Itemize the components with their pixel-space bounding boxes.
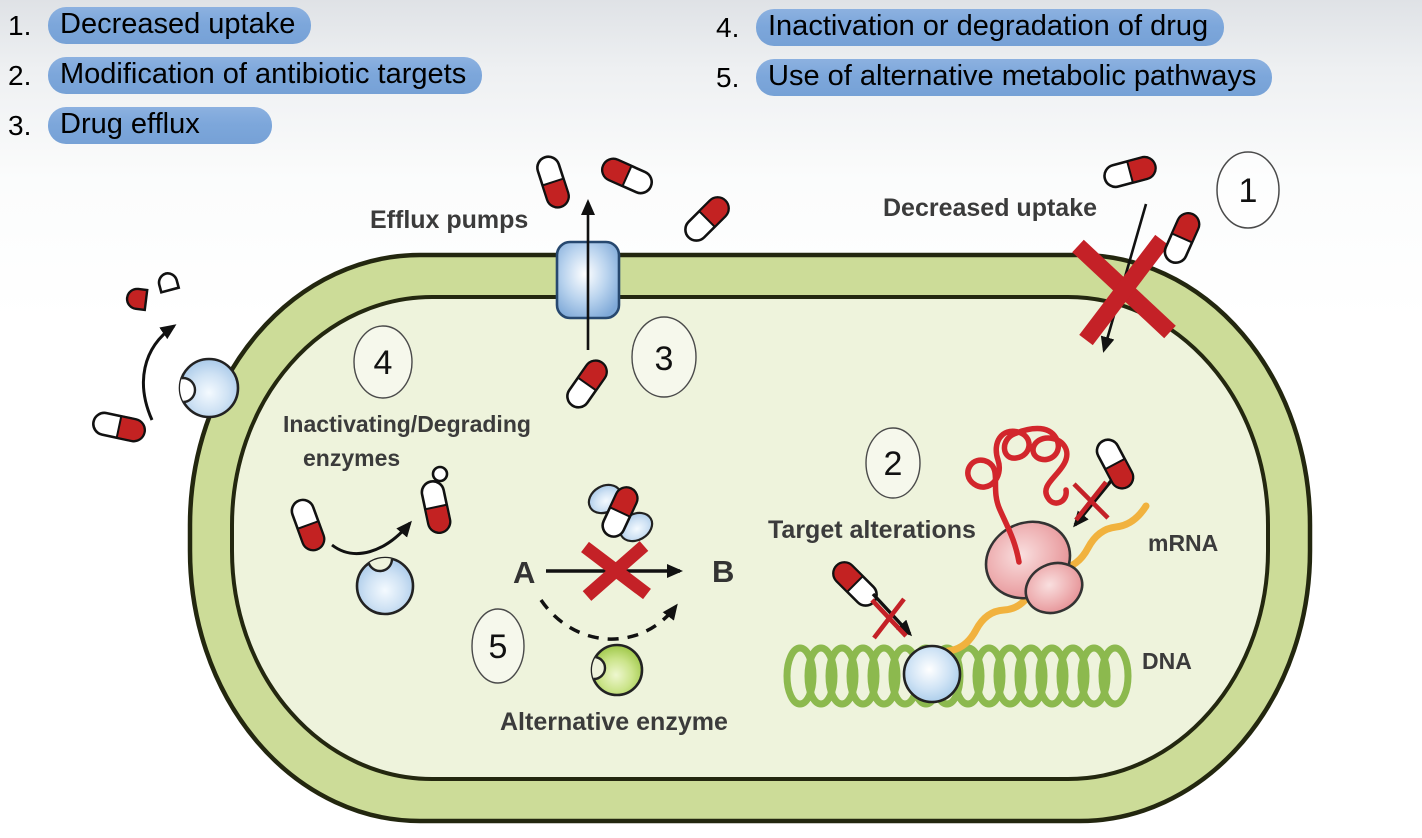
svg-text:2: 2 xyxy=(884,445,903,483)
badge-1: 1 xyxy=(1216,151,1280,229)
svg-text:4: 4 xyxy=(374,344,393,382)
svg-text:5: 5 xyxy=(489,628,508,666)
legend-highlight: Inactivation or degradation of drug xyxy=(756,9,1225,46)
alternative-enzyme xyxy=(590,643,644,697)
blocked-x xyxy=(1072,234,1176,346)
alternative-pathway-group: A B Alternative enzyme xyxy=(500,482,734,736)
degradation-arrow xyxy=(141,324,177,421)
target-alterations-group: Target alterations DNA mRNA xyxy=(768,425,1218,708)
badge-2: 2 xyxy=(865,427,921,499)
target-alterations-label: Target alterations xyxy=(768,516,976,544)
legend-number: 2. xyxy=(8,59,32,91)
legend-item-3: 3. Drug efflux xyxy=(8,107,482,144)
legend-highlight: Decreased uptake xyxy=(48,7,312,44)
bacterial-cell xyxy=(187,252,1313,824)
legend-highlight: Use of alternative metabolic pathways xyxy=(756,59,1273,96)
inactivating-label-line2: enzymes xyxy=(303,445,400,471)
pill-fragment-white xyxy=(155,269,180,294)
legend-item-4: 4. Inactivation or degradation of drug xyxy=(716,9,1272,46)
legend-number: 4. xyxy=(716,11,740,43)
badge-3: 3 xyxy=(631,316,697,398)
badge-5: 5 xyxy=(471,608,525,684)
legend-number: 3. xyxy=(8,109,32,141)
pill xyxy=(1160,208,1204,268)
product-b-label: B xyxy=(712,554,734,589)
pill xyxy=(679,191,735,247)
legend-highlight: Modification of antibiotic targets xyxy=(48,57,483,94)
inactivating-enzyme xyxy=(355,556,415,616)
pill xyxy=(89,409,149,445)
decreased-uptake-label: Decreased uptake xyxy=(883,194,1097,222)
exterior-degradation-group xyxy=(89,269,240,445)
badge-4: 4 xyxy=(353,325,413,399)
alternative-enzyme-label: Alternative enzyme xyxy=(500,708,728,736)
substrate-a-label: A xyxy=(513,555,535,590)
inactivation-arrow xyxy=(331,520,412,555)
bypass-dashed-arrow xyxy=(539,599,678,641)
degrading-enzyme xyxy=(178,357,240,419)
legend-highlight: Drug efflux xyxy=(48,107,272,144)
ribosome xyxy=(984,520,1084,615)
inactivating-label-line1: Inactivating/Degrading xyxy=(283,411,531,437)
efflux-pumps-label: Efflux pumps xyxy=(370,206,528,234)
legend-item-1: 1. Decreased uptake xyxy=(8,7,482,44)
dna-label: DNA xyxy=(1142,648,1192,674)
legend-column-right: 4. Inactivation or degradation of drug 5… xyxy=(716,9,1273,96)
pill xyxy=(533,152,573,212)
step-badges: 1 2 3 4 5 xyxy=(353,151,1280,684)
legend-column-left: 1. Decreased uptake 2. Modification of a… xyxy=(8,7,483,144)
legend-number: 5. xyxy=(716,61,740,93)
decreased-uptake-group: Decreased uptake xyxy=(883,153,1204,353)
polymerase-sphere xyxy=(902,644,962,704)
nascent-protein-squiggle xyxy=(965,425,1070,565)
blocked-x xyxy=(581,541,651,601)
pill xyxy=(597,154,657,198)
efflux-pump-group: Efflux pumps xyxy=(370,152,735,413)
pill-fragment-red xyxy=(124,286,149,312)
cell-membrane-inner xyxy=(230,295,1270,781)
legend-item-2: 2. Modification of antibiotic targets xyxy=(8,57,483,94)
pill xyxy=(1100,153,1160,191)
inactivating-enzymes-group: Inactivating/Degrading enzymes xyxy=(283,411,531,616)
modification-group xyxy=(431,465,449,483)
mrna-label: mRNA xyxy=(1148,530,1218,556)
legend-number: 1. xyxy=(8,9,32,41)
legend-item-5: 5. Use of alternative metabolic pathways xyxy=(716,59,1273,96)
svg-text:1: 1 xyxy=(1239,172,1258,210)
svg-text:3: 3 xyxy=(655,340,674,378)
small-blocked-x xyxy=(1072,480,1110,522)
small-blocked-x xyxy=(870,597,908,640)
